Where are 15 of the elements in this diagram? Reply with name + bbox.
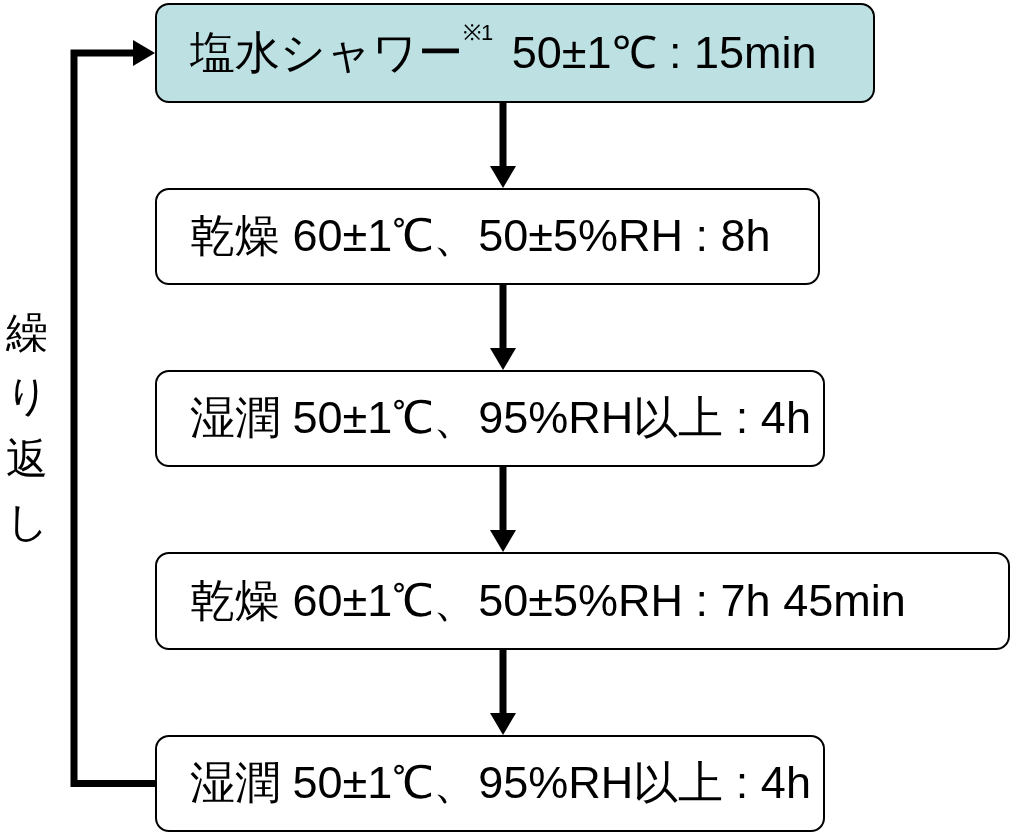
arrow [490, 650, 516, 735]
arrow [490, 285, 516, 370]
arrow [490, 103, 516, 188]
process-box [155, 3, 875, 103]
process-box [155, 735, 825, 832]
step-text: 湿潤 50±1℃、95%RH以上 : 4h [190, 391, 811, 446]
loop-arrow [70, 40, 155, 787]
arrow [490, 467, 516, 552]
process-box [155, 188, 820, 285]
step-text: 湿潤 50±1℃、95%RH以上 : 4h [190, 756, 811, 811]
step-text: 乾燥 60±1℃、50±5%RH : 8h [190, 209, 771, 264]
step-text: 乾燥 60±1℃、50±5%RH : 7h 45min [190, 573, 906, 628]
process-box [155, 370, 825, 467]
step-text: 塩水シャワー$^{※1}$ 50±1℃ : 15min [190, 23, 817, 80]
process-box [155, 552, 1010, 650]
